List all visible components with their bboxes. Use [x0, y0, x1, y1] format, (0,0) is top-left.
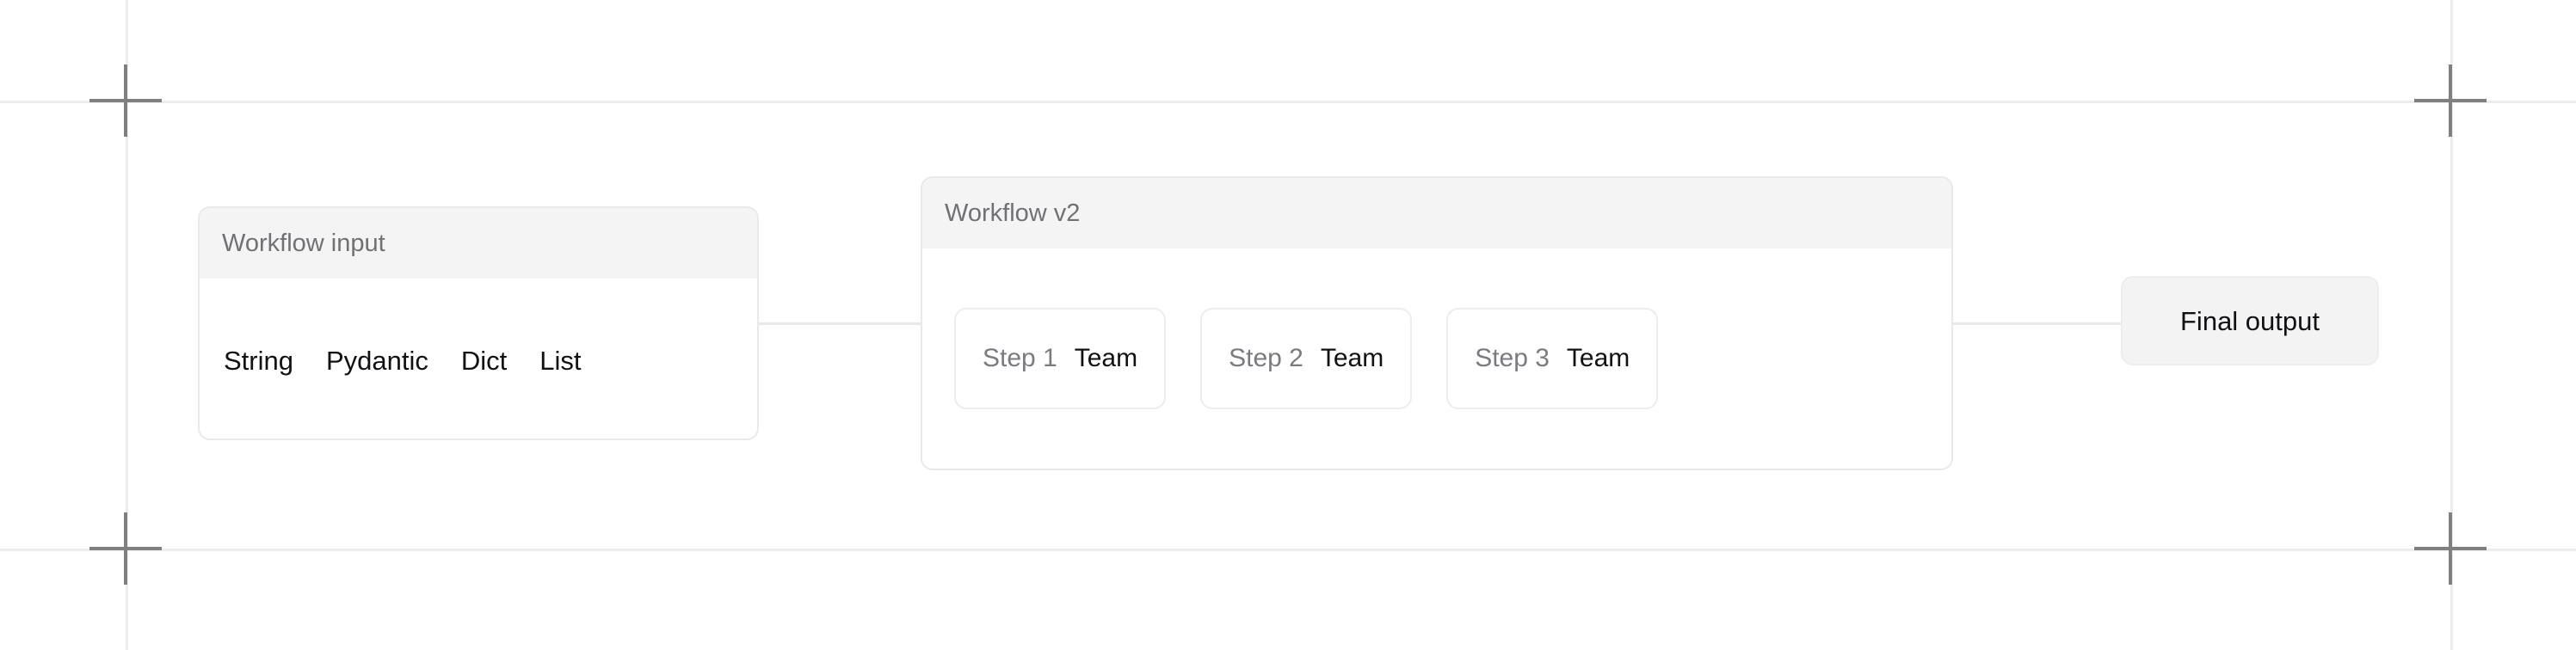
edge-input-to-workflow: [757, 322, 922, 325]
workflow-step-1-index: Step 1: [983, 343, 1057, 372]
node-workflow-v2-body: Step 1 Team Step 2 Team Step 3 Team: [922, 248, 1951, 468]
gridline-vertical-left: [126, 0, 128, 650]
edge-workflow-to-output: [1951, 322, 2123, 325]
node-workflow-v2[interactable]: Workflow v2 Step 1 Team Step 2 Team Step…: [921, 176, 1953, 470]
workflow-step-1-title: Team: [1074, 343, 1138, 372]
gridline-vertical-right: [2450, 0, 2453, 650]
input-type-dict: Dict: [460, 345, 508, 376]
gridline-horizontal-bottom: [0, 549, 2576, 551]
crosshair-icon-top-right: [2414, 64, 2487, 137]
node-workflow-v2-title: Workflow v2: [922, 178, 1951, 248]
input-type-list: List: [539, 345, 582, 376]
gridline-horizontal-top: [0, 101, 2576, 103]
node-workflow-input-title: Workflow input: [200, 208, 757, 279]
node-workflow-input-body: String Pydantic Dict List: [200, 279, 757, 438]
workflow-step-3[interactable]: Step 3 Team: [1446, 307, 1659, 409]
input-type-string: String: [224, 345, 293, 376]
crosshair-icon-bottom-right: [2414, 512, 2487, 585]
node-workflow-input[interactable]: Workflow input String Pydantic Dict List: [198, 206, 759, 440]
input-type-pydantic: Pydantic: [325, 345, 428, 376]
node-final-output[interactable]: Final output: [2121, 276, 2379, 365]
workflow-step-1[interactable]: Step 1 Team: [954, 307, 1167, 409]
workflow-step-2[interactable]: Step 2 Team: [1200, 307, 1413, 409]
crosshair-icon-top-left: [89, 64, 162, 137]
workflow-step-2-index: Step 2: [1229, 343, 1303, 372]
workflow-step-3-title: Team: [1566, 343, 1630, 372]
workflow-step-3-index: Step 3: [1475, 343, 1550, 372]
crosshair-icon-bottom-left: [89, 512, 162, 585]
node-final-output-label: Final output: [2180, 305, 2320, 336]
workflow-step-2-title: Team: [1320, 343, 1384, 372]
